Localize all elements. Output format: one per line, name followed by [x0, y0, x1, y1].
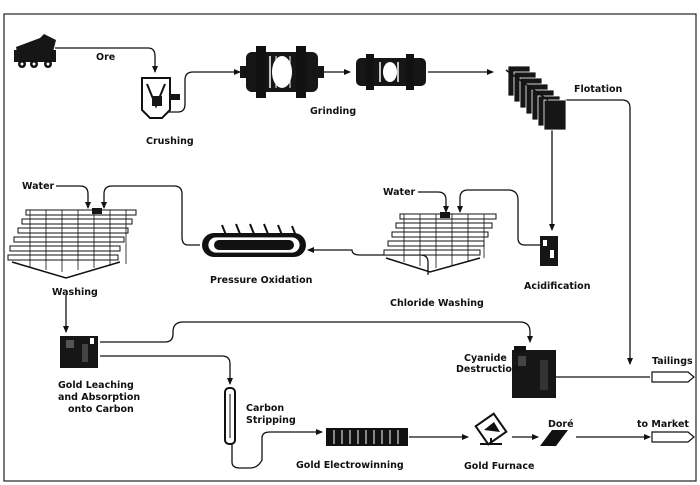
stripping-column-icon: [224, 387, 236, 445]
grinding-mill-icon: [240, 46, 324, 98]
cyanide-destruction-tank-icon: [512, 346, 556, 398]
label-pressure-oxidation: Pressure Oxidation: [210, 275, 313, 286]
label-gold-leaching-3: onto Carbon: [68, 404, 134, 415]
label-gold-electrowinning: Gold Electrowinning: [296, 460, 404, 471]
label-gold-leaching-1: Gold Leaching: [58, 380, 134, 391]
label-dore: Doré: [548, 419, 574, 430]
flow-pox-to-washing: [101, 185, 200, 246]
flow-leaching-to-cyanide: [100, 321, 533, 343]
label-washing: Washing: [52, 287, 98, 298]
tailings-pipe-icon: [651, 371, 695, 383]
label-cyanide-destruction-1: Cyanide: [464, 353, 507, 364]
flow-flotation-to-tailings: [565, 99, 633, 365]
grinding-mill-2-icon: [356, 54, 426, 90]
label-grinding: Grinding: [310, 106, 356, 117]
label-water-left: Water: [22, 181, 55, 192]
furnace-icon: [474, 412, 508, 446]
market-pipe-icon: [651, 431, 695, 443]
electrowinning-cell-icon: [326, 428, 408, 446]
flotation-cells-icon: [505, 65, 567, 131]
flow-leaching-to-stripping: [100, 355, 233, 385]
label-crushing: Crushing: [146, 136, 194, 147]
flow-crusher-to-grinding: [165, 69, 241, 113]
autoclave-icon: [202, 223, 306, 257]
label-gold-furnace: Gold Furnace: [464, 461, 534, 472]
label-acidification: Acidification: [524, 281, 591, 292]
label-carbon-stripping-1: Carbon: [246, 403, 284, 414]
label-water-right: Water: [383, 187, 416, 198]
label-tailings: Tailings: [652, 356, 693, 367]
dore-bar-icon: [540, 430, 568, 446]
flow-stripping-to-electrowinning: [231, 429, 323, 469]
label-ore: Ore: [96, 52, 115, 63]
labels: Ore Crushing Grinding Flotation Water Wa…: [22, 52, 693, 472]
label-gold-leaching-2: and Absorption: [58, 392, 140, 403]
flow-ore-to-crusher: [55, 47, 158, 73]
acidification-tank-icon: [540, 236, 558, 266]
washing-thickener-icon: [7, 208, 137, 279]
truck-icon: [14, 34, 56, 68]
leach-tank-icon: [60, 336, 98, 368]
diagram-frame: [3, 13, 697, 482]
label-chloride-washing: Chloride Washing: [390, 298, 484, 309]
crusher-icon: [141, 77, 180, 119]
flow-water-right: [418, 191, 449, 213]
flow-acidification-to-chloride: [457, 189, 540, 246]
flow-lines: [55, 47, 651, 469]
flow-water-left: [56, 185, 91, 209]
chloride-thickener-icon: [383, 212, 497, 273]
label-flotation: Flotation: [574, 84, 623, 95]
label-to-market: to Market: [637, 419, 689, 430]
label-carbon-stripping-2: Stripping: [246, 415, 296, 426]
label-cyanide-destruction-2: Destruction: [456, 364, 519, 375]
